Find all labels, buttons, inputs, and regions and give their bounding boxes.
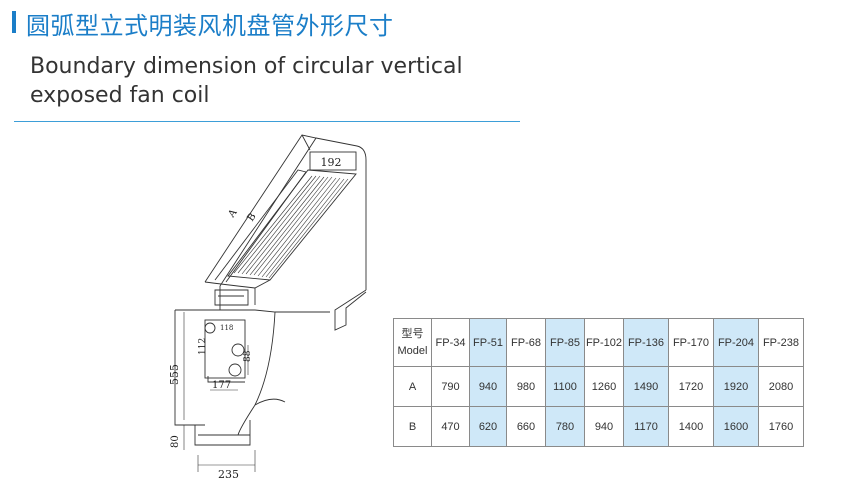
table-cell: 940	[584, 406, 624, 447]
dim-label-177: 177	[212, 380, 231, 391]
dim-label-80: 80	[170, 435, 181, 448]
row-label: A	[393, 366, 432, 407]
table-cell: 1600	[713, 406, 759, 447]
table-cell: 1760	[758, 406, 804, 447]
row-label: B	[393, 406, 432, 447]
table-header-cell: FP-68	[506, 318, 546, 367]
table-cell: 1490	[623, 366, 669, 407]
table-cell: 1720	[668, 366, 714, 407]
dim-label-235: 235	[218, 468, 239, 480]
table-cell: 470	[431, 406, 470, 447]
table-cell: 1100	[545, 366, 585, 407]
table-cell: 980	[506, 366, 546, 407]
model-dimension-table: 型号 Model FP-34 FP-51 FP-68 FP-85 FP-102 …	[393, 318, 804, 447]
title-divider	[14, 121, 520, 122]
table-header-cell: FP-204	[713, 318, 759, 367]
dim-label-88: 88	[243, 350, 253, 362]
table-cell: 790	[431, 366, 470, 407]
page-title-english: Boundary dimension of circular vertical …	[30, 52, 463, 110]
page-title-chinese: 圆弧型立式明装风机盘管外形尺寸	[26, 12, 394, 40]
table-cell: 2080	[758, 366, 804, 407]
table-header-cell: FP-238	[758, 318, 804, 367]
page-title-english-line2: exposed fan coil	[30, 83, 210, 108]
table-cell: 1400	[668, 406, 714, 447]
fan-coil-dimension-drawing: 192 A B 118 112 88 177 555 80 235	[168, 134, 367, 480]
dim-label-b: B	[245, 211, 258, 223]
header-en: Model	[397, 344, 428, 357]
table-header-cell: FP-85	[545, 318, 585, 367]
table-cell: 1920	[713, 366, 759, 407]
dim-label-112: 112	[198, 338, 208, 355]
dim-label-a: A	[226, 207, 240, 221]
dim-label-555: 555	[168, 364, 181, 385]
page-title-english-line1: Boundary dimension of circular vertical	[30, 54, 463, 79]
table-header-cell: FP-51	[469, 318, 507, 367]
table-row: B 470 620 660 780 940 1170 1400 1600 176…	[393, 406, 804, 447]
dim-label-118: 118	[220, 324, 233, 332]
table-header-label: 型号 Model	[393, 318, 432, 367]
table-header-cell: FP-136	[623, 318, 669, 367]
table-cell: 660	[506, 406, 546, 447]
table-cell: 1260	[584, 366, 624, 407]
header-cn: 型号	[401, 327, 424, 340]
dim-label-192: 192	[321, 156, 342, 169]
table-header-cell: FP-34	[431, 318, 470, 367]
table-cell: 780	[545, 406, 585, 447]
table-row: A 790 940 980 1100 1260 1490 1720 1920 2…	[393, 366, 804, 407]
table-header-row: 型号 Model FP-34 FP-51 FP-68 FP-85 FP-102 …	[393, 318, 804, 367]
table-cell: 620	[469, 406, 507, 447]
table-cell: 940	[469, 366, 507, 407]
table-cell: 1170	[623, 406, 669, 447]
table-header-cell: FP-102	[584, 318, 624, 367]
table-header-cell: FP-170	[668, 318, 714, 367]
title-accent-bar	[12, 11, 16, 33]
